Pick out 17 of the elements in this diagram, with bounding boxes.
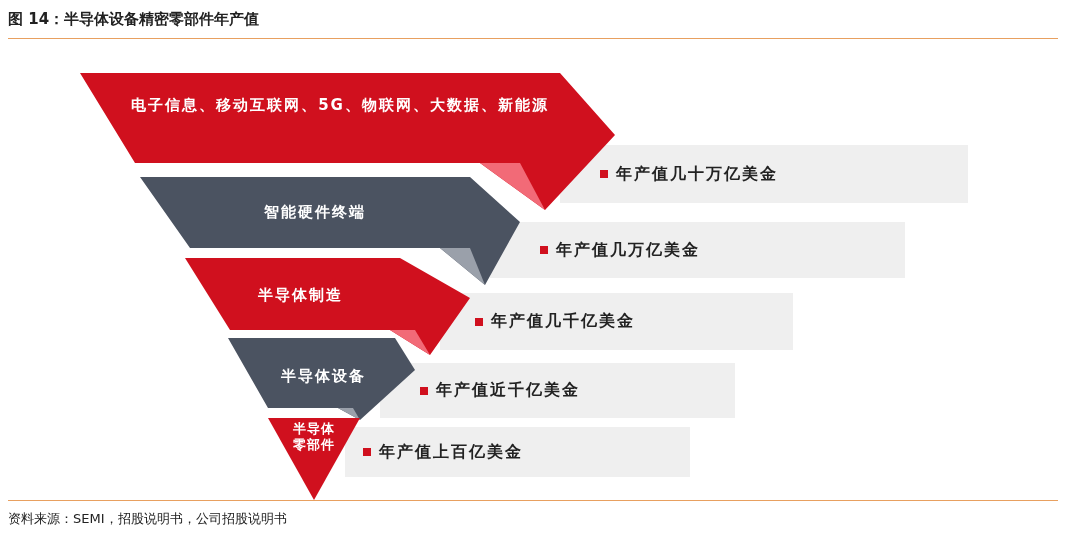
- value-text: 年产值几千亿美金: [491, 311, 635, 332]
- value-band: [560, 145, 968, 203]
- value-band: [345, 427, 690, 477]
- value-text: 年产值近千亿美金: [436, 380, 580, 401]
- tier-label: 半导体零部件: [292, 421, 336, 454]
- value-text: 年产值几万亿美金: [556, 239, 700, 261]
- tier-label: 半导体制造: [256, 285, 344, 306]
- tier-label: 电子信息、移动互联网、5G、物联网、大数据、新能源: [130, 95, 550, 116]
- value-band: [490, 222, 905, 278]
- tier-label: 智能硬件终端: [263, 202, 367, 223]
- figure-title: 图 14：半导体设备精密零部件年产值: [8, 10, 260, 29]
- tier-label: 半导体设备: [279, 366, 367, 387]
- value-band: [440, 293, 793, 350]
- source-note: 资料来源：SEMI，招股说明书，公司招股说明书: [8, 510, 287, 528]
- value-text: 年产值几十万亿美金: [616, 163, 778, 185]
- value-text: 年产值上百亿美金: [379, 441, 523, 463]
- value-band: [380, 363, 735, 418]
